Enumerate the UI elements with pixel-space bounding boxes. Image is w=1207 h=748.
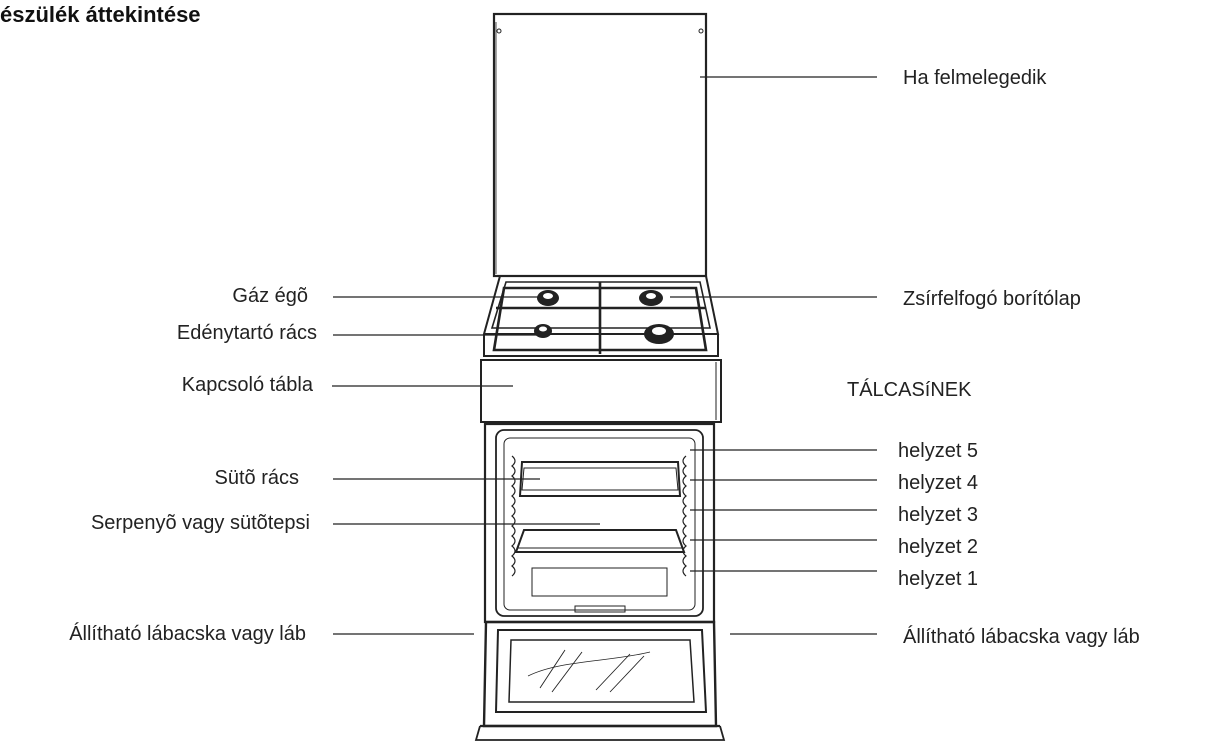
oven-rack	[518, 461, 682, 497]
cooker-illustration	[474, 12, 726, 741]
label-grease-cover: Zsírfelfogó borítólap	[903, 288, 1081, 310]
label-baking-tray: Serpenyõ vagy sütõtepsi	[91, 512, 310, 534]
label-feet-right: Állítható lábacska vagy láb	[903, 625, 1140, 648]
burners	[534, 290, 674, 344]
baking-tray	[514, 529, 686, 553]
leader-lines	[332, 76, 877, 635]
label-control-panel: Kapcsoló tábla	[182, 374, 314, 396]
label-lid: Ha felmelegedik	[903, 67, 1047, 89]
label-position-1: helyzet 1	[898, 568, 978, 590]
label-burner: Gáz égõ	[232, 285, 308, 307]
label-rails-title: TÁLCASíNEK	[847, 378, 972, 401]
oven-door	[474, 620, 726, 741]
labels: Ha felmelegedik Gáz égõ Zsírfelfogó borí…	[69, 67, 1140, 648]
control-panel	[480, 359, 722, 423]
label-feet-left: Állítható lábacska vagy láb	[69, 622, 306, 645]
oven-body	[483, 422, 716, 624]
hob	[482, 275, 720, 357]
label-oven-rack: Sütõ rács	[215, 467, 299, 489]
page-title: észülék áttekintése	[0, 2, 201, 27]
label-position-2: helyzet 2	[898, 536, 978, 558]
label-position-5: helyzet 5	[898, 440, 978, 462]
label-position-4: helyzet 4	[898, 472, 978, 494]
label-pan-support: Edénytartó rács	[177, 322, 317, 344]
lid	[492, 12, 708, 278]
label-position-3: helyzet 3	[898, 504, 978, 526]
pan-support-grid	[492, 282, 708, 354]
